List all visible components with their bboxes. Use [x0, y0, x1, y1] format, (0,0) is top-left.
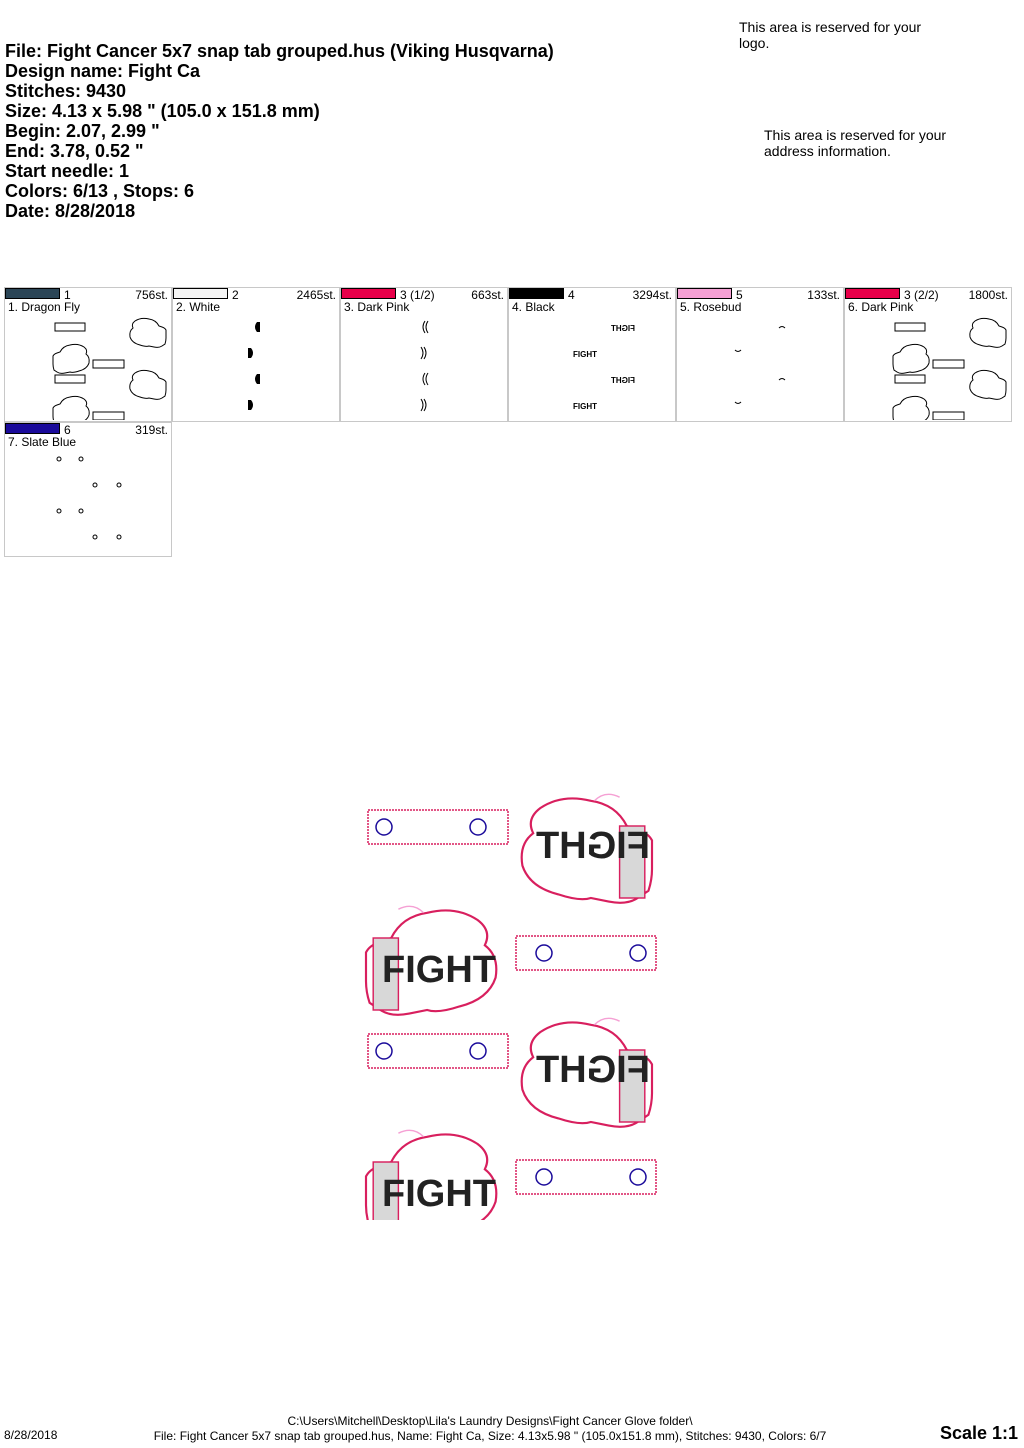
color-number: 3 (1/2) [400, 288, 435, 302]
stitch-count: 3294st. [632, 288, 672, 302]
color-name: 1. Dragon Fly [8, 300, 81, 314]
color-number: 5 [736, 288, 743, 302]
svg-text:FIGHT: FIGHT [573, 350, 597, 359]
color-chip [5, 288, 60, 299]
design-info: File: Fight Cancer 5x7 snap tab grouped.… [5, 41, 554, 221]
embroidery-design-preview: FIGHT FIGHT FIGHT FIGHT [364, 793, 657, 1220]
logo-reserved-area: This area is reserved for your logo. [739, 19, 922, 51]
stitch-count: 756st. [135, 288, 168, 302]
info-end: End: 3.78, 0.52 " [5, 141, 144, 161]
color-number: 6 [64, 423, 71, 437]
color-name: 7. Slate Blue [8, 435, 77, 449]
color-chip [5, 423, 60, 434]
color-name: 6. Dark Pink [848, 300, 914, 314]
snap-tab-glove: FIGHT [364, 1129, 657, 1220]
color-chip [677, 288, 732, 299]
svg-text:FIGHT: FIGHT [382, 949, 496, 991]
info-stitches: Stitches: 9430 [5, 81, 127, 101]
address-reserved-area: This area is reserved for your address i… [764, 127, 947, 159]
stitch-count: 663st. [471, 288, 504, 302]
color-swatch-cell: 6 319st. 7. Slate Blue [4, 422, 172, 557]
color-number: 4 [568, 288, 575, 302]
color-swatch-cell: 3 (2/2) 1800st. 6. Dark Pink [844, 287, 1012, 422]
color-swatch-cell: 5 133st. 5. Rosebud [676, 287, 844, 422]
color-name: 5. Rosebud [680, 300, 742, 314]
stitch-count: 319st. [135, 423, 168, 437]
svg-text:FIGHT: FIGHT [536, 1049, 650, 1091]
color-preview [56, 456, 122, 540]
color-number: 1 [64, 288, 71, 302]
info-date: Date: 8/28/2018 [5, 201, 136, 221]
stitch-count: 2465st. [296, 288, 336, 302]
svg-text:FIGHT: FIGHT [573, 402, 597, 411]
footer-path: C:\Users\Mitchell\Desktop\Lila's Laundry… [100, 1414, 880, 1444]
snap-tab-glove: FIGHT [367, 1017, 654, 1128]
info-start-needle: Start needle: 1 [5, 161, 130, 181]
color-name: 2. White [176, 300, 221, 314]
stitch-count: 1800st. [968, 288, 1008, 302]
color-swatch-cell: 3 (1/2) 663st. 3. Dark Pink [340, 287, 508, 422]
color-chip [341, 288, 396, 299]
color-chip [845, 288, 900, 299]
svg-text:FIGHT: FIGHT [611, 324, 635, 333]
color-chip [509, 288, 564, 299]
svg-text:FIGHT: FIGHT [611, 376, 635, 385]
snap-tab-glove: FIGHT [367, 793, 654, 904]
color-preview [420, 320, 429, 412]
info-size: Size: 4.13 x 5.98 " (105.0 x 151.8 mm) [5, 101, 320, 121]
color-name: 3. Dark Pink [344, 300, 410, 314]
info-design-name: Design name: Fight Ca [5, 61, 201, 81]
footer-date: 8/28/2018 [4, 1428, 58, 1442]
color-preview [892, 317, 1007, 420]
snap-tab-glove: FIGHT [364, 905, 657, 1016]
color-swatch-cell: 1 756st. 1. Dragon Fly [4, 287, 172, 422]
color-number: 3 (2/2) [904, 288, 939, 302]
color-preview [248, 322, 260, 410]
svg-text:FIGHT: FIGHT [536, 825, 650, 867]
info-begin: Begin: 2.07, 2.99 " [5, 121, 160, 141]
footer-line-2: File: Fight Cancer 5x7 snap tab grouped.… [153, 1429, 827, 1443]
color-name: 4. Black [512, 300, 555, 314]
color-chip [173, 288, 228, 299]
svg-text:FIGHT: FIGHT [382, 1173, 496, 1215]
color-preview: FIGHT FIGHT FIGHT FIGHT [573, 324, 635, 411]
footer-line-1: C:\Users\Mitchell\Desktop\Lila's Laundry… [287, 1414, 693, 1428]
info-colors: Colors: 6/13 , Stops: 6 [5, 181, 195, 201]
color-number: 2 [232, 288, 239, 302]
color-swatch-cell: 2 2465st. 2. White [172, 287, 340, 422]
color-preview [734, 326, 786, 404]
scale-label: Scale 1:1 [939, 1423, 1018, 1443]
color-preview [52, 317, 167, 420]
info-file: File: Fight Cancer 5x7 snap tab grouped.… [5, 41, 554, 61]
stitch-count: 133st. [807, 288, 840, 302]
